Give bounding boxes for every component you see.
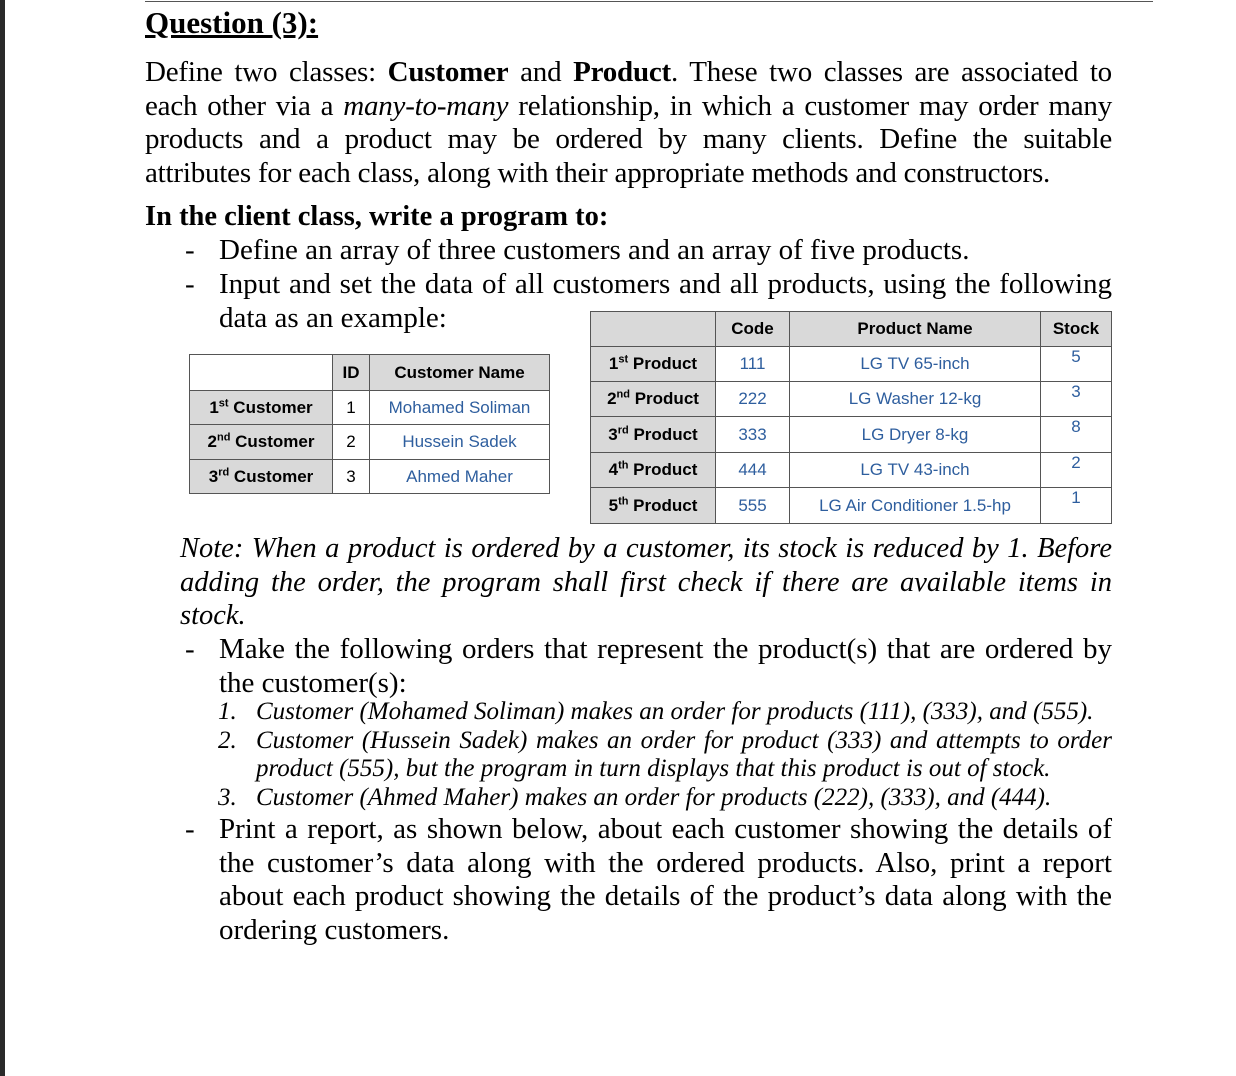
question-title: Question (3): — [145, 5, 319, 40]
customer-name: Ahmed Maher — [369, 459, 550, 494]
product-name: LG TV 65-inch — [789, 346, 1041, 382]
intro-customer-class: Customer — [387, 56, 509, 88]
product-stock: 8 — [1040, 416, 1112, 453]
table-row: 5th Product 555 LG Air Conditioner 1.5-h… — [590, 487, 1112, 524]
product-code: 333 — [715, 416, 790, 453]
product-code: 444 — [715, 452, 790, 488]
table-row: 1st Product 111 LG TV 65-inch 5 — [590, 346, 1112, 382]
row-label: 3rd Customer — [189, 459, 333, 494]
bullet-dash: - — [185, 633, 195, 665]
intro-text: . These two classes are associated to ea… — [145, 56, 1112, 122]
row-label: 4th Product — [590, 452, 716, 488]
order-text: Customer (Mohamed Soliman) makes an orde… — [256, 698, 1094, 725]
intro-text: and — [508, 56, 574, 88]
table-row: 4th Product 444 LG TV 43-inch 2 — [590, 452, 1112, 488]
product-stock: 3 — [1040, 381, 1112, 417]
header-product-name: Product Name — [789, 311, 1041, 347]
header-customer-name: Customer Name — [369, 354, 550, 391]
customer-table: ID Customer Name 1st Customer 1 Mohamed … — [189, 354, 550, 494]
order-number: 2. — [218, 726, 237, 754]
bullet-text: Define an array of three customers and a… — [219, 234, 970, 266]
table-row: 3rd Product 333 LG Dryer 8-kg 8 — [590, 416, 1112, 453]
row-label: 2nd Product — [590, 381, 716, 417]
order-text: Customer (Hussein Sadek) makes an order … — [256, 726, 1112, 783]
customer-name: Mohamed Soliman — [369, 390, 550, 425]
row-label: 5th Product — [590, 487, 716, 524]
table-row: 3rd Customer 3 Ahmed Maher — [189, 459, 550, 494]
intro-paragraph: Define two classes: Customer and Product… — [145, 56, 1112, 190]
product-name: LG Air Conditioner 1.5-hp — [789, 487, 1041, 524]
note-paragraph: Note: When a product is ordered by a cus… — [180, 533, 1112, 631]
order-number: 1. — [218, 698, 237, 725]
intro-text: Define two classes: — [145, 56, 388, 88]
client-heading: In the client class, write a program to: — [145, 201, 609, 232]
table-row: 1st Customer 1 Mohamed Soliman — [189, 390, 550, 425]
product-name: LG TV 43-inch — [789, 452, 1041, 488]
table-corner — [590, 311, 716, 347]
left-border — [0, 0, 5, 1076]
bullet-dash: - — [185, 268, 195, 300]
header-id: ID — [332, 354, 370, 391]
bullet-dash: - — [185, 813, 195, 845]
customer-id: 1 — [332, 390, 370, 425]
product-code: 111 — [715, 346, 790, 382]
list-item: 1. Customer (Mohamed Soliman) makes an or… — [218, 698, 1112, 727]
product-code: 555 — [715, 487, 790, 524]
table-row: 2nd Customer 2 Hussein Sadek — [189, 424, 550, 460]
bullet-text: Print a report, as shown below, about ea… — [219, 813, 1112, 946]
intro-relationship: many-to-many — [343, 89, 509, 122]
order-number: 3. — [218, 783, 237, 811]
row-label: 3rd Product — [590, 416, 716, 453]
product-stock: 1 — [1040, 487, 1112, 524]
customer-id: 2 — [332, 424, 370, 460]
product-table: Code Product Name Stock 1st Product 111 … — [590, 311, 1112, 524]
row-label: 1st Customer — [189, 390, 333, 425]
bullet-text: Make the following orders that represent… — [219, 633, 1112, 699]
product-stock: 5 — [1040, 346, 1112, 382]
bullet-dash: - — [185, 234, 195, 266]
table-row: 2nd Product 222 LG Washer 12-kg 3 — [590, 381, 1112, 417]
customer-name: Hussein Sadek — [369, 424, 550, 460]
bullet-text-line: Input and set the data of all customers … — [219, 268, 1112, 334]
order-text: Customer (Ahmed Maher) makes an order fo… — [256, 783, 1052, 811]
orders-list: 1. Customer (Mohamed Soliman) makes an or… — [218, 698, 1112, 812]
row-label: 2nd Customer — [189, 424, 333, 460]
list-item: 2. Customer (Hussein Sadek) makes an orde… — [218, 727, 1112, 784]
list-item: 3. Customer (Ahmed Maher) makes an order … — [218, 784, 1112, 813]
top-rule — [145, 1, 1153, 2]
intro-text: relationship, in which a customer may or… — [145, 89, 1112, 189]
header-code: Code — [715, 311, 790, 347]
row-label: 1st Product — [590, 346, 716, 382]
header-stock: Stock — [1040, 311, 1112, 347]
customer-id: 3 — [332, 459, 370, 494]
table-corner — [189, 354, 333, 391]
product-name: LG Dryer 8-kg — [789, 416, 1041, 453]
product-code: 222 — [715, 381, 790, 417]
product-stock: 2 — [1040, 452, 1112, 488]
product-name: LG Washer 12-kg — [789, 381, 1041, 417]
intro-product-class: Product — [573, 56, 672, 88]
